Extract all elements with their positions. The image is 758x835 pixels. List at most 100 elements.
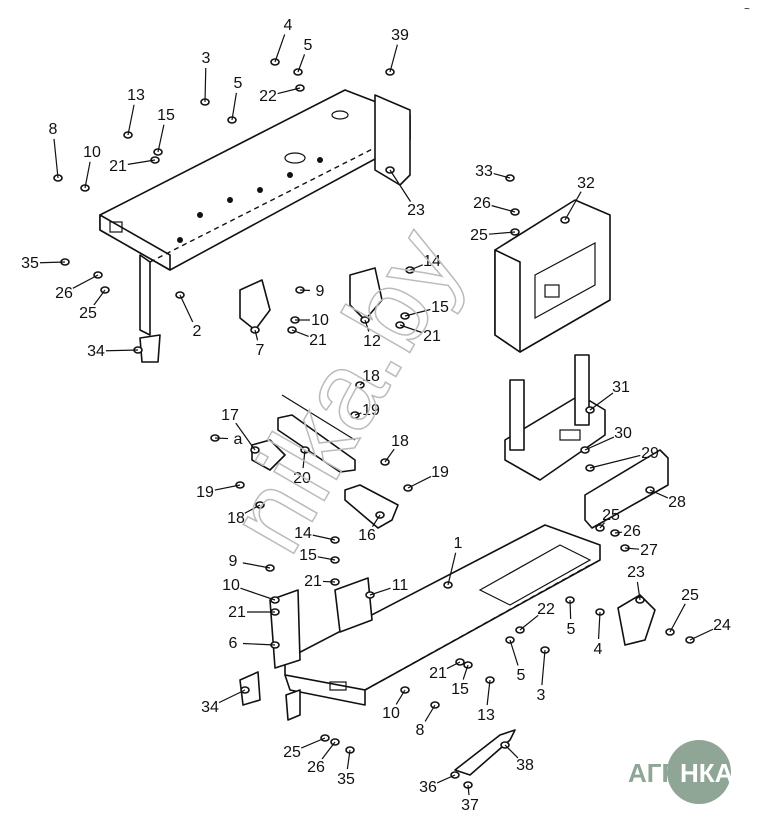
callout-21: 21 bbox=[423, 328, 441, 345]
leader-line bbox=[369, 587, 391, 596]
leader-line bbox=[359, 381, 364, 386]
leader-line bbox=[504, 744, 519, 759]
callout-15: 15 bbox=[431, 299, 449, 316]
leader-line bbox=[346, 749, 351, 770]
leader-line bbox=[274, 34, 286, 63]
leader-line bbox=[564, 191, 582, 221]
leader-line bbox=[649, 489, 669, 499]
leader-line bbox=[624, 547, 640, 550]
bracket-12 bbox=[349, 267, 383, 321]
leader-line bbox=[384, 448, 395, 463]
callout-5: 5 bbox=[517, 667, 526, 684]
plate-23 bbox=[617, 594, 656, 646]
leader-line bbox=[277, 87, 301, 95]
logo-text: АГРО bbox=[628, 758, 699, 788]
callout-19: 19 bbox=[431, 464, 449, 481]
lower-frame bbox=[269, 524, 601, 721]
plate-28 bbox=[584, 449, 669, 529]
leader-line bbox=[636, 581, 641, 601]
leader-line bbox=[244, 504, 261, 514]
callout-26: 26 bbox=[623, 523, 641, 540]
callout-9: 9 bbox=[229, 553, 238, 570]
callout-9: 9 bbox=[316, 283, 325, 300]
bracket-7 bbox=[239, 279, 271, 331]
callout-30: 30 bbox=[614, 425, 632, 442]
leader-line bbox=[509, 639, 519, 666]
leader-line bbox=[321, 741, 336, 760]
leader-line bbox=[312, 534, 336, 541]
leader-line bbox=[614, 531, 623, 534]
leader-line bbox=[242, 562, 271, 569]
leader-line bbox=[436, 774, 456, 784]
leader-line bbox=[157, 124, 165, 153]
leader-line bbox=[493, 173, 511, 179]
callout-1: 1 bbox=[454, 535, 463, 552]
leader-line bbox=[354, 412, 362, 416]
leader-line bbox=[407, 475, 432, 489]
leader-line bbox=[371, 514, 381, 527]
callout-3: 3 bbox=[202, 50, 211, 67]
callout-12: 12 bbox=[363, 333, 381, 350]
callout-5: 5 bbox=[234, 75, 243, 92]
leader-line bbox=[242, 642, 276, 646]
leader-line bbox=[447, 552, 457, 586]
leader-line bbox=[127, 104, 135, 136]
leader-line bbox=[364, 319, 370, 332]
callout-25: 25 bbox=[681, 587, 699, 604]
leader-line bbox=[84, 161, 91, 189]
leader-line bbox=[302, 449, 306, 469]
callout-21: 21 bbox=[304, 573, 322, 590]
callout-26: 26 bbox=[307, 759, 325, 776]
leader-line bbox=[409, 264, 423, 271]
callout-10: 10 bbox=[83, 144, 101, 161]
callout-8: 8 bbox=[416, 722, 425, 739]
callout-10: 10 bbox=[382, 705, 400, 722]
callout-5: 5 bbox=[304, 37, 313, 54]
callout-7: 7 bbox=[256, 342, 265, 359]
callout-10: 10 bbox=[311, 312, 329, 329]
leader-line bbox=[214, 437, 229, 440]
callout-25: 25 bbox=[602, 507, 620, 524]
callout-4: 4 bbox=[594, 641, 603, 658]
callout-11: 11 bbox=[392, 577, 409, 594]
callout-15: 15 bbox=[451, 681, 469, 698]
callout-3: 3 bbox=[537, 687, 546, 704]
callout-17: 17 bbox=[221, 407, 239, 424]
callout-8: 8 bbox=[49, 121, 58, 138]
callout-14: 14 bbox=[294, 525, 312, 542]
leader-line bbox=[291, 329, 309, 337]
callout-37: 37 bbox=[461, 797, 479, 814]
leader-line bbox=[317, 556, 336, 561]
callout-19: 19 bbox=[196, 484, 214, 501]
leader-line bbox=[105, 349, 139, 352]
logo: АГРО НКА bbox=[628, 740, 734, 804]
leader-line bbox=[488, 231, 516, 235]
callout-6: 6 bbox=[229, 635, 238, 652]
leader-line bbox=[399, 324, 423, 334]
callout-14: 14 bbox=[423, 253, 441, 270]
callout-20: 20 bbox=[293, 470, 311, 487]
cover-32 bbox=[494, 199, 611, 353]
leader-line bbox=[446, 661, 461, 670]
bar-38 bbox=[454, 729, 516, 776]
callout-21: 21 bbox=[109, 158, 127, 175]
leader-line bbox=[93, 289, 106, 306]
leader-line bbox=[486, 679, 491, 706]
bracket-17 bbox=[251, 439, 286, 471]
callout-18: 18 bbox=[227, 510, 245, 527]
leader-line bbox=[689, 628, 714, 641]
leader-line bbox=[424, 704, 436, 722]
callout-4: 4 bbox=[284, 17, 293, 34]
callout-23: 23 bbox=[627, 564, 645, 581]
leader-line bbox=[541, 649, 546, 686]
callout-5: 5 bbox=[567, 621, 576, 638]
callout-32: 32 bbox=[577, 175, 595, 192]
leader-line bbox=[235, 422, 256, 451]
callout-25: 25 bbox=[283, 744, 301, 761]
callout-18: 18 bbox=[362, 368, 380, 385]
callout-39: 39 bbox=[391, 27, 409, 44]
leader-line bbox=[218, 689, 246, 704]
corner-mark: ~ bbox=[744, 4, 750, 15]
leader-line bbox=[127, 159, 156, 165]
